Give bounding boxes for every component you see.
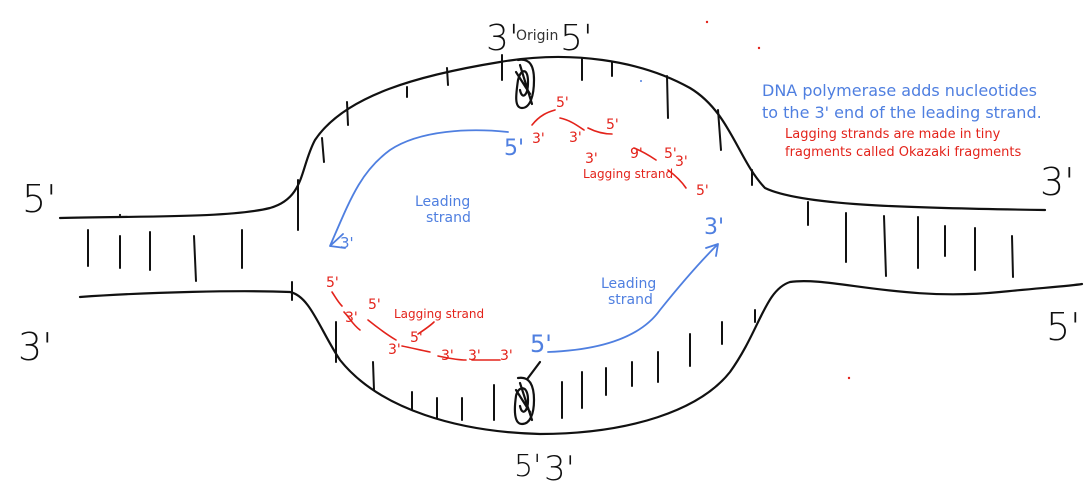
upper-leading-end-label: 3' (340, 234, 354, 252)
upper-lagging-fragments (531, 109, 687, 189)
lower-lagging-mark-7: 3' (468, 348, 481, 364)
upper-lagging-mark-2: 3' (532, 131, 545, 147)
origin-top-left-label: 3' (486, 18, 519, 59)
bottom-right-label: 3' (544, 449, 575, 489)
lower-lagging-mark-2: 5' (368, 297, 381, 313)
speck-4 (640, 80, 642, 82)
upper-lagging-mark-7: 3' (675, 154, 688, 170)
top-backbone (58, 55, 1047, 220)
lower-lagging-mark-8: 3' (500, 348, 513, 364)
speck-3 (847, 376, 851, 380)
lower-lagging-mark-6: 3' (441, 348, 454, 364)
lower-leading-end-label: 3' (704, 215, 724, 240)
left-bottom-end-label: 3' (18, 325, 53, 369)
lagging-note-line2: fragments called Okazaki fragments (785, 145, 1021, 160)
lower-leading-arrow (547, 243, 719, 353)
lower-lagging-mark-3: 3' (345, 310, 358, 326)
upper-leading-label-line1: Leading (415, 194, 470, 210)
lagging-note-line1: Lagging strands are made in tiny (785, 127, 1001, 142)
left-top-end-label: 5' (22, 177, 57, 221)
upper-leading-start-label: 5' (504, 136, 524, 161)
upper-leading-label-line2: strand (426, 210, 471, 226)
left-duplex-rungs (87, 229, 243, 282)
bottom-left-label: 5' (514, 449, 541, 484)
upper-leading-arrow (329, 129, 509, 249)
bottom-backbone (78, 280, 1084, 436)
upper-lagging-mark-5: 3' (585, 151, 598, 167)
lower-lagging-mark-1: 5' (326, 275, 339, 291)
lower-leading-start-label: 5' (530, 330, 552, 358)
right-duplex-rungs (807, 201, 1014, 278)
speck-1 (705, 20, 709, 24)
lower-lagging-fragments (331, 291, 501, 361)
lower-leading-label-line2: strand (608, 292, 653, 308)
right-top-end-label: 3' (1040, 160, 1075, 204)
origin-scribble-top (514, 58, 536, 110)
upper-lagging-mark-1: 5' (556, 95, 569, 111)
origin-top-right-label: 5' (560, 18, 593, 59)
upper-lagging-mark-3: 3' (569, 130, 582, 146)
polymerase-note-line2: to the 3' end of the leading strand. (762, 103, 1042, 122)
lower-bubble-rungs (291, 281, 756, 421)
polymerase-note-line1: DNA polymerase adds nucleotides (762, 81, 1037, 100)
right-bottom-end-label: 5' (1046, 305, 1081, 349)
origin-label: Origin (516, 28, 558, 44)
upper-lagging-mark-6: 5' (664, 146, 677, 162)
origin-scribble-bottom (513, 360, 542, 426)
upper-lagging-mark-8: 5' (696, 183, 709, 199)
speck-2 (757, 46, 761, 50)
lower-lagging-mark-5: 3' (388, 342, 401, 358)
upper-bubble-rungs (297, 54, 753, 231)
lower-lagging-mark-4: 5' (410, 330, 423, 346)
lower-lagging-marks: 5' 5' 3' 5' 3' 3' 3' 3' (326, 275, 513, 364)
upper-lagging-mark-4: 5' (606, 117, 619, 133)
lower-leading-label-line1: Leading (601, 276, 656, 292)
upper-lagging-label: Lagging strand (583, 167, 673, 181)
upper-lagging-mark-9: 9' (630, 146, 643, 162)
lower-lagging-label: Lagging strand (394, 307, 484, 321)
upper-lagging-marks: 5'3'3'5'3'5'3'5'9' (532, 95, 709, 199)
